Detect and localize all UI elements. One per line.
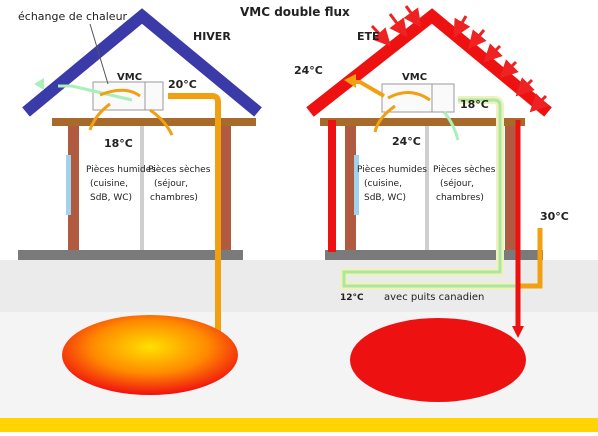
summer-beam bbox=[320, 118, 525, 126]
winter-vmc-unit bbox=[92, 81, 164, 111]
sun-ray bbox=[499, 59, 519, 79]
sun-ray bbox=[403, 5, 422, 28]
winter-exhaust-arrow bbox=[34, 78, 44, 90]
sun-rays bbox=[370, 5, 549, 113]
winter-room-wet-2: (cuisine, bbox=[90, 179, 128, 189]
sun-ray bbox=[483, 43, 503, 63]
summer-window bbox=[354, 155, 359, 215]
sun-ray bbox=[453, 15, 471, 38]
ground-bar bbox=[0, 418, 598, 432]
heat-exchange-label: échange de chaleur bbox=[18, 10, 128, 23]
summer-room-dry-2: (séjour, bbox=[440, 178, 474, 189]
sun-ray bbox=[370, 24, 392, 47]
winter-exhaust-flow bbox=[58, 84, 133, 102]
winter-beam bbox=[52, 118, 256, 126]
sun-ray bbox=[529, 93, 549, 113]
winter-room-dry-3: chambres) bbox=[150, 193, 198, 203]
winter-season-label: HIVER bbox=[193, 30, 231, 43]
summer-partition bbox=[425, 126, 429, 250]
summer-room-wet-2: (cuisine, bbox=[364, 179, 402, 189]
summer-exhaust-arrow bbox=[344, 74, 356, 88]
winter-room-wet-3: SdB, WC) bbox=[90, 193, 132, 203]
summer-house bbox=[306, 8, 552, 260]
summer-room-wet-1: Pièces humides bbox=[357, 164, 427, 175]
summer-wall-right bbox=[505, 120, 516, 250]
winter-wall-right bbox=[220, 120, 231, 250]
winter-room-wet-1: Pièces humides bbox=[86, 164, 156, 175]
summer-room-wet-3: SdB, WC) bbox=[364, 193, 406, 203]
winter-partition bbox=[140, 126, 144, 250]
winter-swirl bbox=[99, 88, 141, 98]
sun-ray bbox=[515, 77, 535, 97]
winter-down-flow-left bbox=[88, 102, 111, 131]
summer-vmc-label: VMC bbox=[402, 72, 427, 83]
summer-temp-ground-in: 30°C bbox=[540, 210, 569, 223]
summer-swirl bbox=[387, 91, 431, 102]
summer-temp-ground-out: 12°C bbox=[340, 293, 364, 303]
winter-temp-exhaust: 18°C bbox=[104, 137, 133, 150]
diagram-title: VMC double flux bbox=[240, 5, 350, 19]
summer-room-dry-1: Pièces sèches bbox=[433, 164, 496, 175]
summer-foundation bbox=[325, 250, 543, 260]
winter-house bbox=[18, 8, 262, 260]
summer-temp-exhaust: 24°C bbox=[392, 135, 421, 148]
summer-side-post bbox=[328, 120, 336, 252]
summer-temp-supply: 18°C bbox=[460, 98, 489, 111]
winter-roof bbox=[22, 8, 262, 117]
summer-exhaust-flow bbox=[352, 80, 386, 98]
winter-temp-supply: 20°C bbox=[168, 78, 197, 91]
winter-down-flow-right bbox=[149, 108, 174, 136]
summer-down-flow-left bbox=[373, 104, 396, 133]
summer-temp-outside: 24°C bbox=[294, 64, 323, 77]
summer-down-flow-right bbox=[442, 111, 460, 141]
winter-ground-heat bbox=[62, 315, 238, 395]
summer-season-label: ETE bbox=[357, 30, 380, 43]
summer-room-dry-3: chambres) bbox=[436, 193, 484, 203]
summer-wall-left bbox=[345, 120, 356, 250]
winter-window bbox=[66, 155, 71, 215]
summer-ground-cool bbox=[350, 318, 526, 402]
winter-foundation bbox=[18, 250, 243, 260]
winter-supply-duct bbox=[168, 93, 221, 335]
winter-wall-left bbox=[68, 120, 79, 250]
puits-canadien-flow bbox=[342, 98, 520, 288]
puits-canadien-label: avec puits canadien bbox=[384, 292, 484, 303]
sun-ray bbox=[468, 29, 487, 49]
heat-exchange-pointer bbox=[89, 23, 109, 85]
summer-intake-duct bbox=[520, 228, 543, 289]
sun-ray bbox=[388, 13, 408, 38]
winter-vmc-label: VMC bbox=[117, 72, 142, 83]
winter-room-dry-1: Pièces sèches bbox=[148, 164, 211, 175]
summer-ground-arrow bbox=[512, 326, 524, 338]
winter-room-dry-2: (séjour, bbox=[154, 178, 188, 189]
